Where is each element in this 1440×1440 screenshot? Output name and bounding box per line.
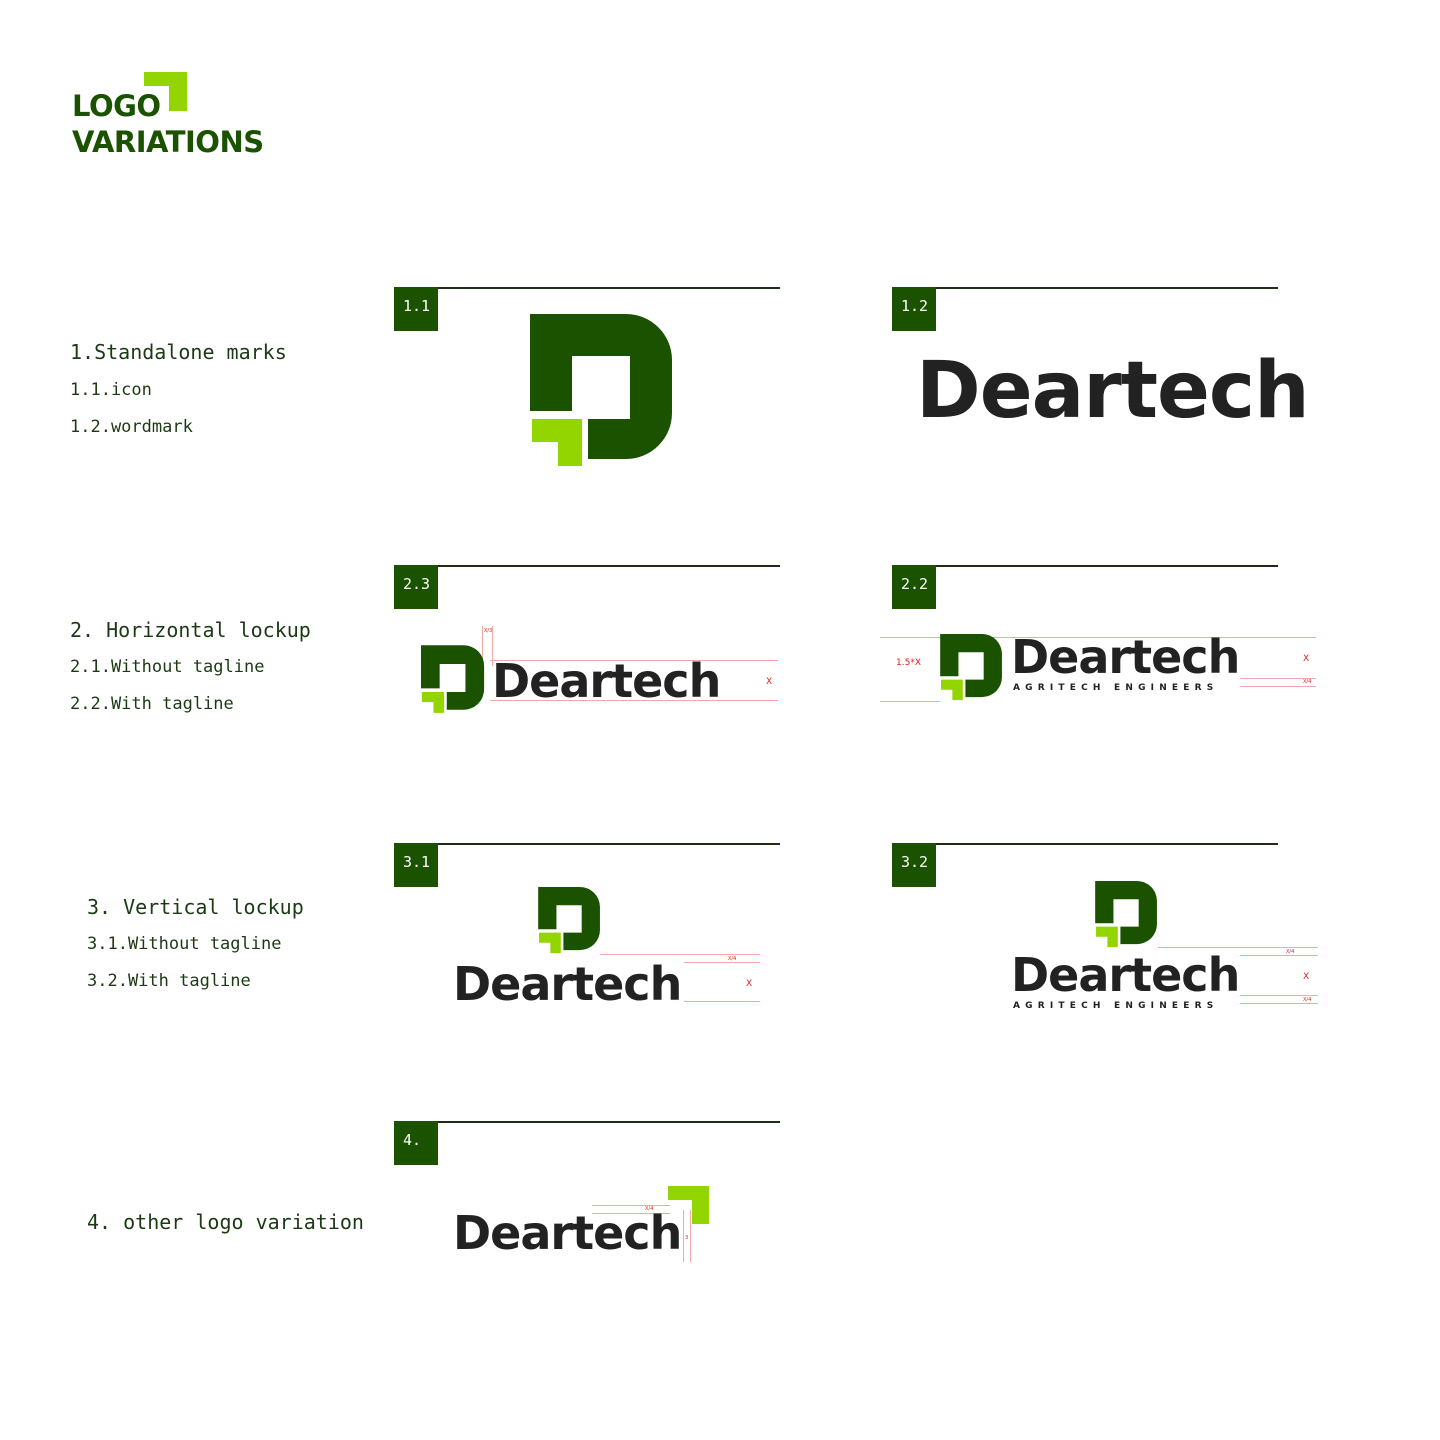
panel-1-2-badge: 1.2 — [892, 287, 936, 331]
guide-label-right: X — [766, 677, 773, 687]
guide-label-small: X/4 — [645, 1206, 654, 1212]
section-3-item-2: 3.2.With tagline — [87, 971, 251, 991]
deartech-d-icon — [1095, 881, 1157, 948]
guide-line — [592, 1205, 670, 1206]
deartech-d-icon — [530, 314, 672, 466]
section-2-item-2: 2.2.With tagline — [70, 694, 234, 714]
guide-label-right: X — [1303, 654, 1310, 664]
guide-line — [482, 626, 483, 666]
guide-label-right: X — [746, 979, 753, 989]
section-3-heading: 3. Vertical lockup — [87, 895, 304, 919]
title-line-2: VARIATIONS — [72, 125, 264, 159]
tagline: AGRITECH ENGINEERS — [1013, 1001, 1219, 1011]
guide-label-top: X/3 — [484, 628, 493, 634]
panel-1-2-rule — [892, 287, 1278, 289]
guide-label-small-top: X/4 — [1286, 949, 1295, 955]
wordmark: Deartech — [916, 346, 1310, 436]
panel-3-1-rule — [394, 843, 780, 845]
section-1-item-2: 1.2.wordmark — [70, 417, 193, 437]
section-2-heading: 2. Horizontal lockup — [70, 618, 311, 642]
section-3-item-1: 3.1.Without tagline — [87, 934, 282, 954]
guide-line — [684, 1001, 760, 1002]
guide-line — [1240, 995, 1318, 996]
panel-4-badge: 4. — [394, 1121, 438, 1165]
accent-square-icon — [668, 1186, 709, 1224]
panel-4-rule — [394, 1121, 780, 1123]
guide-line — [1240, 955, 1318, 956]
guide-line — [492, 626, 493, 666]
section-2-item-1: 2.1.Without tagline — [70, 657, 265, 677]
panel-3-2-rule — [892, 843, 1278, 845]
wordmark: Deartech — [453, 957, 682, 1011]
panel-1-1-rule — [394, 287, 780, 289]
guide-line — [1240, 686, 1316, 687]
panel-2-2-badge: 2.2 — [892, 565, 936, 609]
deartech-d-icon — [940, 634, 1002, 701]
panel-3-2-badge: 3.2 — [892, 843, 936, 887]
wordmark: Deartech — [1011, 948, 1240, 1002]
wordmark: Deartech — [453, 1206, 682, 1260]
guide-label-small: X/4 — [728, 956, 737, 962]
panel-2-3-badge: 2.3 — [394, 565, 438, 609]
logo-accent-square-icon — [144, 72, 187, 111]
guide-label-left: 1.5*X — [896, 658, 921, 668]
panel-2-3-rule — [394, 565, 780, 567]
guide-line — [592, 1213, 670, 1214]
guide-label-small: X/4 — [1303, 679, 1312, 685]
wordmark: Deartech — [492, 654, 721, 708]
guide-line — [1240, 678, 1316, 679]
deartech-d-icon — [538, 887, 600, 954]
guide-line — [1240, 1003, 1318, 1004]
guide-line — [1158, 947, 1318, 948]
panel-3-1-badge: 3.1 — [394, 843, 438, 887]
guide-label-small-bottom: X/4 — [1303, 997, 1312, 1003]
guide-label-right: X — [1303, 972, 1310, 982]
section-1-heading: 1.Standalone marks — [70, 340, 287, 364]
guide-line — [880, 637, 1316, 638]
guide-line — [490, 660, 778, 661]
guide-line — [600, 954, 760, 955]
guide-line — [880, 701, 940, 702]
tagline: AGRITECH ENGINEERS — [1013, 683, 1219, 693]
title-line-1: LOGO — [72, 89, 161, 123]
section-1-item-1: 1.1.icon — [70, 380, 152, 400]
section-4-heading: 4. other logo variation — [87, 1210, 364, 1234]
guide-line — [684, 962, 760, 963]
guide-label-side: 3 — [685, 1235, 689, 1241]
wordmark: Deartech — [1011, 630, 1240, 684]
guide-line — [690, 1210, 691, 1262]
guide-line — [683, 1210, 684, 1262]
panel-2-2-rule — [892, 565, 1278, 567]
panel-1-1-badge: 1.1 — [394, 287, 438, 331]
deartech-d-icon — [421, 645, 485, 713]
guide-line — [490, 700, 778, 701]
